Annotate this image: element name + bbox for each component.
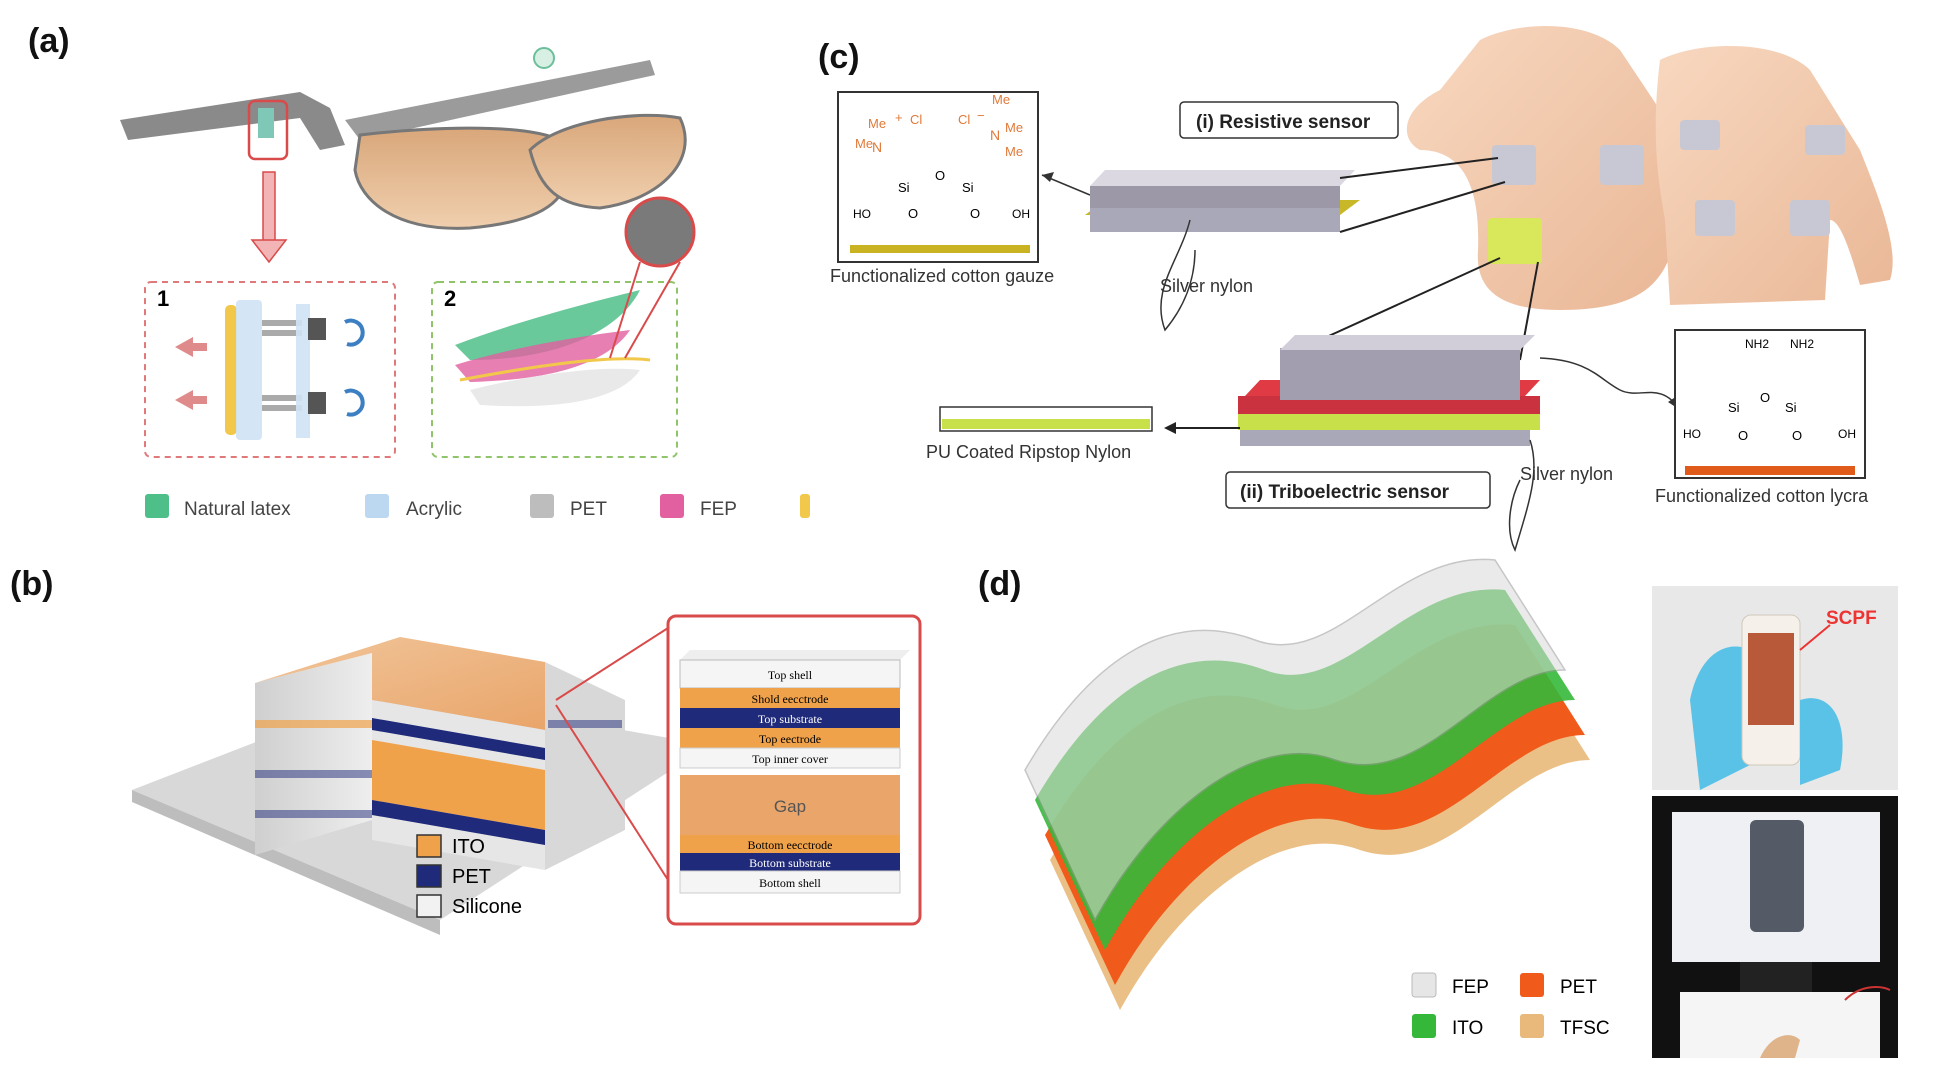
panel-d-legend: FEP PET ITO TFSC	[1411, 972, 1610, 1039]
layer-top-electrode: Top eectrode	[759, 732, 821, 746]
svg-text:HO: HO	[853, 207, 871, 221]
panel-a-legend: Natural latex Acrylic PET FEP	[145, 494, 810, 520]
legend-fep: FEP	[1452, 977, 1489, 998]
lycra-caption: Functionalized cotton lycra	[1655, 486, 1869, 506]
silver-nylon-label-2: Silver nylon	[1520, 464, 1613, 484]
sensor-cutaway-box	[255, 637, 625, 870]
panel-d-letter: (d)	[978, 565, 1021, 603]
legend-latex: Natural latex	[184, 499, 291, 520]
silver-nylon-label-1: Silver nylon	[1160, 276, 1253, 296]
highlight-box	[247, 99, 289, 161]
panel-b: (b) ITO PET Silicone	[10, 565, 922, 935]
panel-d: (d) FEP PET ITO TFSC SCPF	[978, 558, 1898, 1058]
legend-swatch-acrylic	[365, 494, 389, 518]
inset-2-label: 2	[444, 286, 456, 311]
legend-fep: FEP	[700, 499, 737, 520]
svg-text:+: +	[895, 110, 903, 125]
panel-c-letter: (c)	[818, 38, 860, 76]
legend-ito: ITO	[1452, 1018, 1483, 1039]
legend-ito: ITO	[452, 836, 485, 858]
legend-tfsc: TFSC	[1560, 1018, 1610, 1039]
svg-text:Me: Me	[992, 92, 1010, 107]
layer-gap: Gap	[774, 797, 806, 816]
pu-nylon-strip: PU Coated Ripstop Nylon	[926, 406, 1153, 462]
svg-text:Si: Si	[898, 180, 910, 195]
smart-glasses-illustration	[120, 47, 687, 230]
resistive-sensor-stack: Silver nylon	[1085, 170, 1360, 332]
inset-1: 1	[144, 281, 396, 458]
layer-top-inner-cover: Top inner cover	[752, 752, 828, 766]
panel-b-letter: (b)	[10, 565, 53, 603]
legend-swatch-fep	[660, 494, 684, 518]
panel-a-letter: (a)	[28, 22, 70, 60]
triboelectric-sensor-stack: Silver nylon	[1164, 335, 1681, 553]
flexible-film-stack	[1024, 558, 1590, 1010]
legend-swatch-latex	[145, 494, 169, 518]
monitor-photo	[1652, 796, 1898, 1058]
sem-image-inset	[624, 196, 696, 268]
panel-a: (a) 1	[28, 22, 810, 520]
legend-acrylic: Acrylic	[406, 499, 462, 520]
scpf-label: SCPF	[1826, 608, 1877, 629]
svg-text:N: N	[990, 127, 1000, 143]
phone-photo: SCPF	[1652, 586, 1898, 790]
layer-zoom-inset: Top shell Shold eecctrode Top substrate …	[666, 614, 922, 926]
svg-text:(i) Resistive sensor: (i) Resistive sensor	[1196, 112, 1371, 133]
torso-front	[1406, 26, 1675, 311]
svg-text:Si: Si	[1785, 400, 1797, 415]
svg-text:Si: Si	[1728, 400, 1740, 415]
layer-bottom-substrate: Bottom substrate	[749, 856, 831, 870]
torso-back	[1655, 46, 1893, 306]
svg-text:OH: OH	[1012, 207, 1030, 221]
pu-caption: PU Coated Ripstop Nylon	[926, 442, 1131, 462]
legend-silicone: Silicone	[452, 896, 522, 918]
svg-text:O: O	[935, 168, 945, 183]
gauze-caption: Functionalized cotton gauze	[830, 266, 1054, 286]
legend-pet: PET	[1560, 977, 1597, 998]
svg-text:O: O	[908, 206, 918, 221]
layer-bottom-shell: Bottom shell	[759, 876, 821, 890]
layer-top-substrate: Top substrate	[758, 712, 822, 726]
legend-pet: PET	[570, 499, 607, 520]
triboelectric-sensor-label: (ii) Triboelectric sensor	[1225, 471, 1491, 509]
layer-bottom-electrode: Bottom eecctrode	[748, 838, 833, 852]
svg-text:Me: Me	[1005, 120, 1023, 135]
legend-pet: PET	[452, 866, 491, 888]
svg-text:Me: Me	[868, 116, 886, 131]
svg-text:(ii) Triboelectric sensor: (ii) Triboelectric sensor	[1240, 482, 1450, 503]
svg-text:Si: Si	[962, 180, 974, 195]
layer-shold-electrode: Shold eecctrode	[752, 692, 829, 706]
gauze-chemistry: Me Me N + Cl Cl − Me N Me Me Si O Si O O…	[830, 91, 1054, 286]
svg-text:NH2: NH2	[1745, 337, 1769, 351]
svg-text:Cl: Cl	[958, 112, 970, 127]
resistive-sensor-label: (i) Resistive sensor	[1179, 101, 1399, 139]
svg-text:N: N	[872, 139, 882, 155]
svg-text:Cl: Cl	[910, 112, 922, 127]
layer-top-shell: Top shell	[768, 668, 813, 682]
inset-1-label: 1	[157, 286, 169, 311]
panel-c: (c) Me Me N + Cl Cl − Me N Me Me Si O Si…	[818, 26, 1893, 553]
down-arrow-icon	[250, 171, 288, 264]
svg-text:NH2: NH2	[1790, 337, 1814, 351]
inset-2: 2	[431, 196, 696, 458]
legend-swatch-gold	[800, 494, 810, 518]
svg-text:O: O	[1760, 390, 1770, 405]
svg-text:HO: HO	[1683, 427, 1701, 441]
lycra-chemistry: NH2 NH2 Si O Si O O HO OH Functionalized…	[1655, 329, 1869, 506]
svg-text:OH: OH	[1838, 427, 1856, 441]
svg-text:−: −	[977, 108, 985, 123]
svg-text:O: O	[1738, 428, 1748, 443]
svg-text:O: O	[970, 206, 980, 221]
panel-b-legend: ITO PET Silicone	[416, 834, 522, 918]
svg-text:O: O	[1792, 428, 1802, 443]
legend-swatch-pet	[530, 494, 554, 518]
svg-text:Me: Me	[1005, 144, 1023, 159]
svg-text:Me: Me	[855, 136, 873, 151]
